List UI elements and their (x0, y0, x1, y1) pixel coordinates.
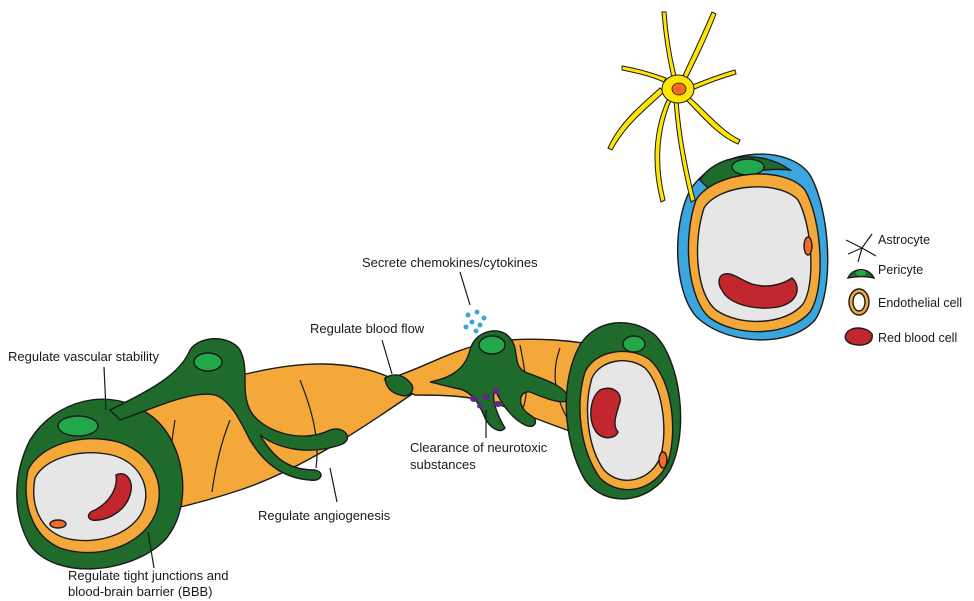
label-blood-flow: Regulate blood flow (310, 321, 425, 336)
astrocyte-vessel-group (608, 12, 828, 340)
endothelial-nucleus-right (659, 452, 667, 468)
pericyte-nucleus-tube-left (194, 353, 222, 371)
chemokine-dots (464, 310, 487, 334)
legend: Astrocyte Pericyte Endothelial cell Red … (845, 233, 962, 345)
pericyte-nucleus-top-right (732, 159, 764, 175)
label-clearance-line2: substances (410, 457, 476, 472)
left-vessel-segment (17, 339, 415, 569)
leader-chemokines (460, 272, 470, 305)
pericyte-nucleus-cross-right (623, 336, 645, 352)
legend-label-endothelial-cell: Endothelial cell (878, 296, 962, 310)
pericyte-nucleus-right (479, 336, 505, 354)
endothelial-cell-icon (849, 289, 869, 315)
red-blood-cell-right (591, 388, 620, 437)
label-clearance-line1: Clearance of neurotoxic (410, 440, 548, 455)
red-blood-cell-icon (845, 328, 872, 345)
label-tight-junctions-line1: Regulate tight junctions and (68, 568, 228, 583)
leader-angiogenesis (330, 468, 337, 502)
pericyte-nucleus-left (58, 416, 98, 436)
legend-label-astrocyte: Astrocyte (878, 233, 930, 247)
astrocyte-icon (846, 234, 876, 262)
legend-label-red-blood-cell: Red blood cell (878, 331, 957, 345)
label-chemokines: Secrete chemokines/cytokines (362, 255, 538, 270)
label-vascular-stability: Regulate vascular stability (8, 349, 160, 364)
label-tight-junctions-line2: blood-brain barrier (BBB) (68, 584, 213, 599)
endothelial-nucleus-top-right (804, 237, 812, 255)
endothelial-nucleus-left (50, 520, 66, 528)
right-vessel-segment (385, 323, 681, 499)
legend-label-pericyte: Pericyte (878, 263, 923, 277)
label-angiogenesis: Regulate angiogenesis (258, 508, 391, 523)
astrocyte-nucleus (672, 83, 686, 95)
leader-blood-flow (382, 340, 392, 374)
